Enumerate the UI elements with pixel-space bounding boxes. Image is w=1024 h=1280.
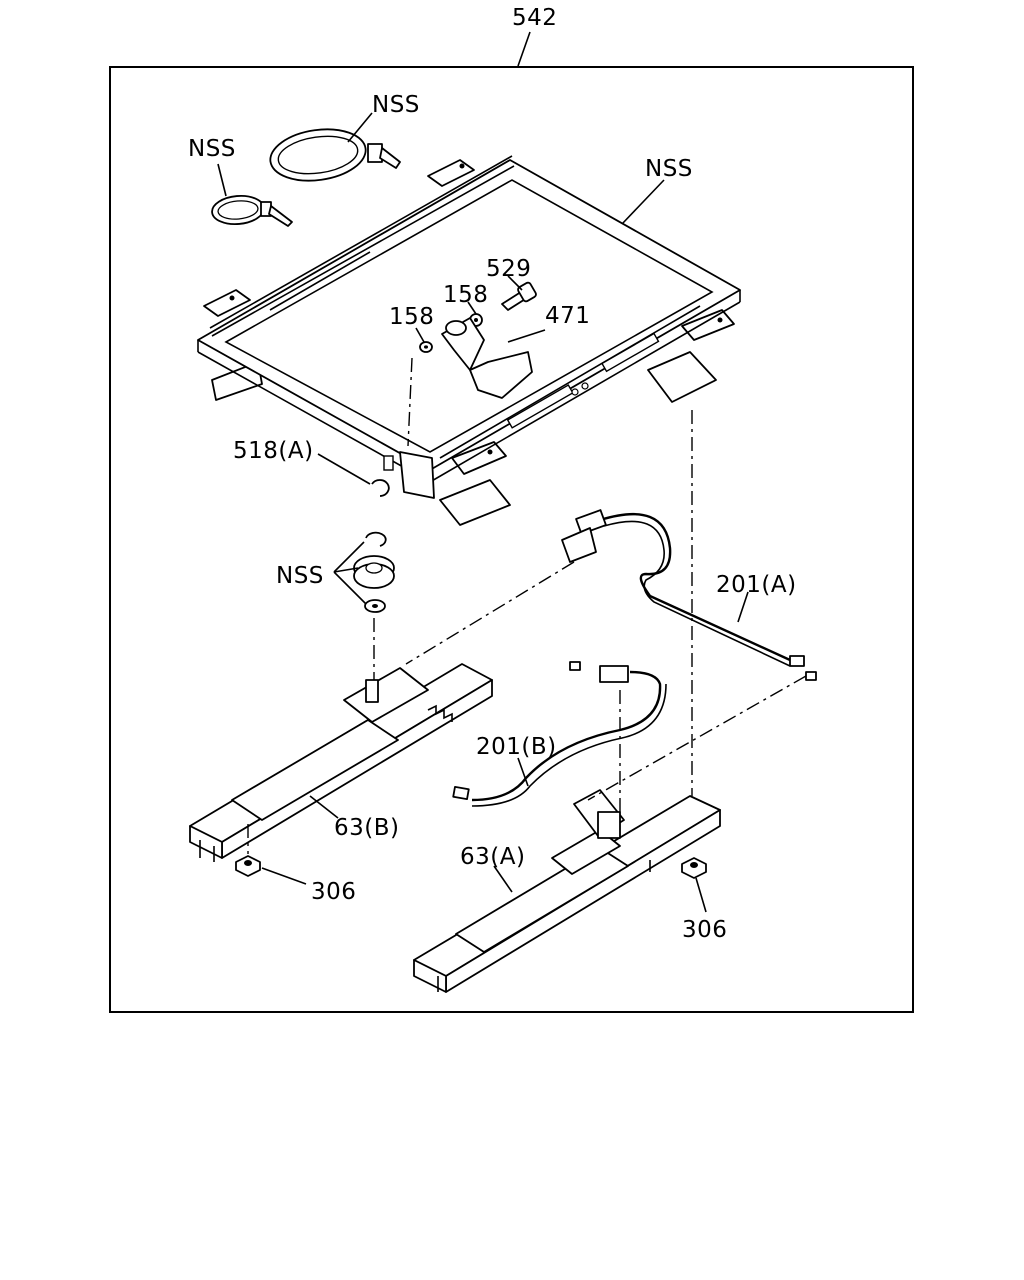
alignment-line-201a-rear — [587, 675, 807, 801]
label-nss-tie-large: NSS — [372, 92, 420, 118]
diagram-border — [109, 66, 914, 1013]
label-158-lower: 158 — [389, 304, 434, 330]
leader-306-left — [261, 867, 307, 885]
washer-158-lower — [419, 341, 433, 353]
leader-nss-tie-large — [347, 112, 373, 143]
bolt-529 — [501, 281, 537, 311]
release-lever-471 — [441, 317, 533, 399]
alignment-line-158 — [407, 357, 413, 447]
leader-63b — [309, 795, 339, 819]
label-471: 471 — [545, 303, 590, 329]
label-306-right: 306 — [682, 917, 727, 943]
alignment-line-201a-front — [405, 561, 575, 665]
leader-201b — [517, 757, 529, 787]
label-63a: 63(A) — [460, 844, 525, 870]
label-nss-frame: NSS — [645, 156, 693, 182]
leader-nss-frame — [621, 179, 665, 225]
bushing-set — [353, 531, 395, 613]
leader-518a — [317, 453, 371, 485]
label-201a: 201(A) — [716, 572, 797, 598]
label-201b: 201(B) — [476, 734, 557, 760]
label-306-left: 306 — [311, 879, 356, 905]
leader-158-upper — [467, 301, 477, 315]
seat-rail-63a — [413, 789, 721, 993]
label-nss-bushing-set: NSS — [276, 563, 324, 589]
leader-201a — [737, 591, 749, 623]
e-clip-518a — [371, 479, 390, 497]
label-518a: 518(A) — [233, 438, 314, 464]
label-63b: 63(B) — [334, 815, 400, 841]
seat-rail-63b — [189, 663, 493, 862]
cable-tie-small — [211, 194, 293, 227]
leader-nss-bushing — [333, 567, 359, 573]
leader-63a — [493, 865, 513, 893]
label-nss-tie-small: NSS — [188, 136, 236, 162]
leader-529 — [507, 275, 523, 291]
cable-201a — [561, 509, 817, 681]
leader-306-right — [695, 877, 707, 913]
assembly-leader-line — [517, 31, 531, 67]
leader-158-lower — [415, 327, 425, 343]
nut-306-left — [235, 855, 261, 877]
label-529: 529 — [486, 256, 531, 282]
cable-tie-large — [269, 128, 401, 182]
label-158-upper: 158 — [443, 282, 488, 308]
upper-seat-frame — [197, 155, 741, 526]
leader-nss-clip — [333, 541, 365, 573]
nut-306-right — [681, 857, 707, 879]
leader-nss-tie-small — [217, 163, 227, 197]
leader-nss-washer — [333, 571, 367, 605]
leader-471 — [507, 329, 546, 343]
assembly-number-label: 542 — [512, 5, 557, 31]
